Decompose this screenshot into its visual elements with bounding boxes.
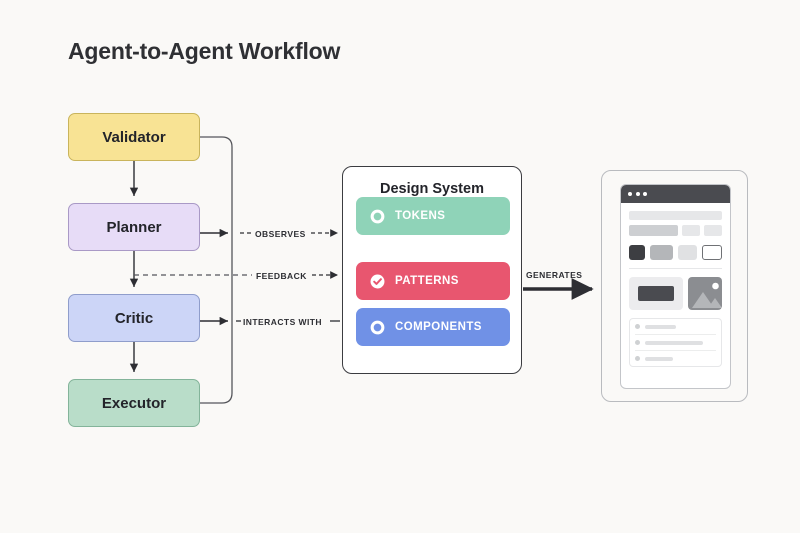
image-placeholder-icon bbox=[687, 277, 722, 310]
bullet-icon bbox=[635, 340, 640, 345]
browser-body bbox=[621, 203, 730, 367]
agent-label: Critic bbox=[114, 309, 154, 327]
agent-label: Validator bbox=[102, 128, 166, 146]
design-system-item-label: TOKENS bbox=[395, 210, 446, 222]
agent-node-validator[interactable]: Validator bbox=[68, 113, 200, 161]
design-system-item-components[interactable]: COMPONENTS bbox=[356, 308, 510, 346]
agent-node-planner[interactable]: Planner bbox=[68, 203, 200, 251]
list-card bbox=[629, 318, 722, 367]
color-swatch bbox=[629, 245, 645, 260]
skeleton-block bbox=[681, 225, 700, 236]
check-circle-icon bbox=[370, 274, 385, 288]
design-system-title: Design System bbox=[380, 181, 484, 197]
edge-label-feedback: FEEDBACK bbox=[256, 271, 307, 281]
ring-circle-icon bbox=[370, 320, 385, 334]
bullet-icon bbox=[635, 324, 640, 329]
list-item-line bbox=[645, 356, 673, 361]
divider bbox=[629, 268, 722, 269]
browser-mockup-frame bbox=[601, 170, 748, 402]
titlebar-dot-icon bbox=[635, 192, 640, 196]
list-item[interactable] bbox=[635, 319, 716, 335]
media-row bbox=[629, 277, 722, 310]
design-system-item-tokens[interactable]: TOKENS bbox=[356, 197, 510, 235]
list-item-line bbox=[645, 340, 704, 345]
agent-node-critic[interactable]: Critic bbox=[68, 294, 200, 342]
agent-bus-bracket bbox=[200, 136, 233, 404]
agent-label: Planner bbox=[106, 218, 162, 236]
color-swatch bbox=[649, 245, 673, 260]
list-item-line bbox=[645, 324, 676, 329]
design-system-item-label: COMPONENTS bbox=[395, 321, 482, 333]
design-system-item-patterns[interactable]: PATTERNS bbox=[356, 262, 510, 300]
design-system-card: Design System PATTERNS COMPONENTS TOKENS bbox=[342, 166, 522, 374]
design-system-item-label: PATTERNS bbox=[395, 275, 459, 287]
page-title: Agent-to-Agent Workflow bbox=[68, 38, 341, 64]
media-card bbox=[629, 277, 683, 310]
browser-titlebar bbox=[621, 185, 730, 203]
media-card-placeholder bbox=[637, 286, 674, 301]
browser-window bbox=[620, 184, 731, 389]
color-swatch bbox=[702, 245, 722, 260]
edge-label-observes: OBSERVES bbox=[255, 229, 306, 239]
color-swatch-row bbox=[629, 245, 722, 260]
skeleton-block bbox=[629, 225, 678, 236]
edge-label-interacts-with: INTERACTS WITH bbox=[243, 317, 323, 327]
bullet-icon bbox=[635, 356, 640, 361]
agent-node-executor[interactable]: Executor bbox=[68, 379, 200, 427]
list-item[interactable] bbox=[635, 335, 716, 351]
titlebar-dot-icon bbox=[628, 192, 632, 196]
skeleton-block bbox=[703, 225, 722, 236]
color-swatch bbox=[677, 245, 698, 260]
skeleton-row bbox=[629, 225, 722, 236]
ring-circle-icon bbox=[370, 209, 385, 223]
list-item[interactable] bbox=[635, 351, 716, 366]
edge-label-generates: GENERATES bbox=[526, 270, 583, 280]
agent-label: Executor bbox=[101, 394, 167, 412]
titlebar-dot-icon bbox=[643, 192, 647, 196]
skeleton-headline bbox=[629, 211, 722, 220]
